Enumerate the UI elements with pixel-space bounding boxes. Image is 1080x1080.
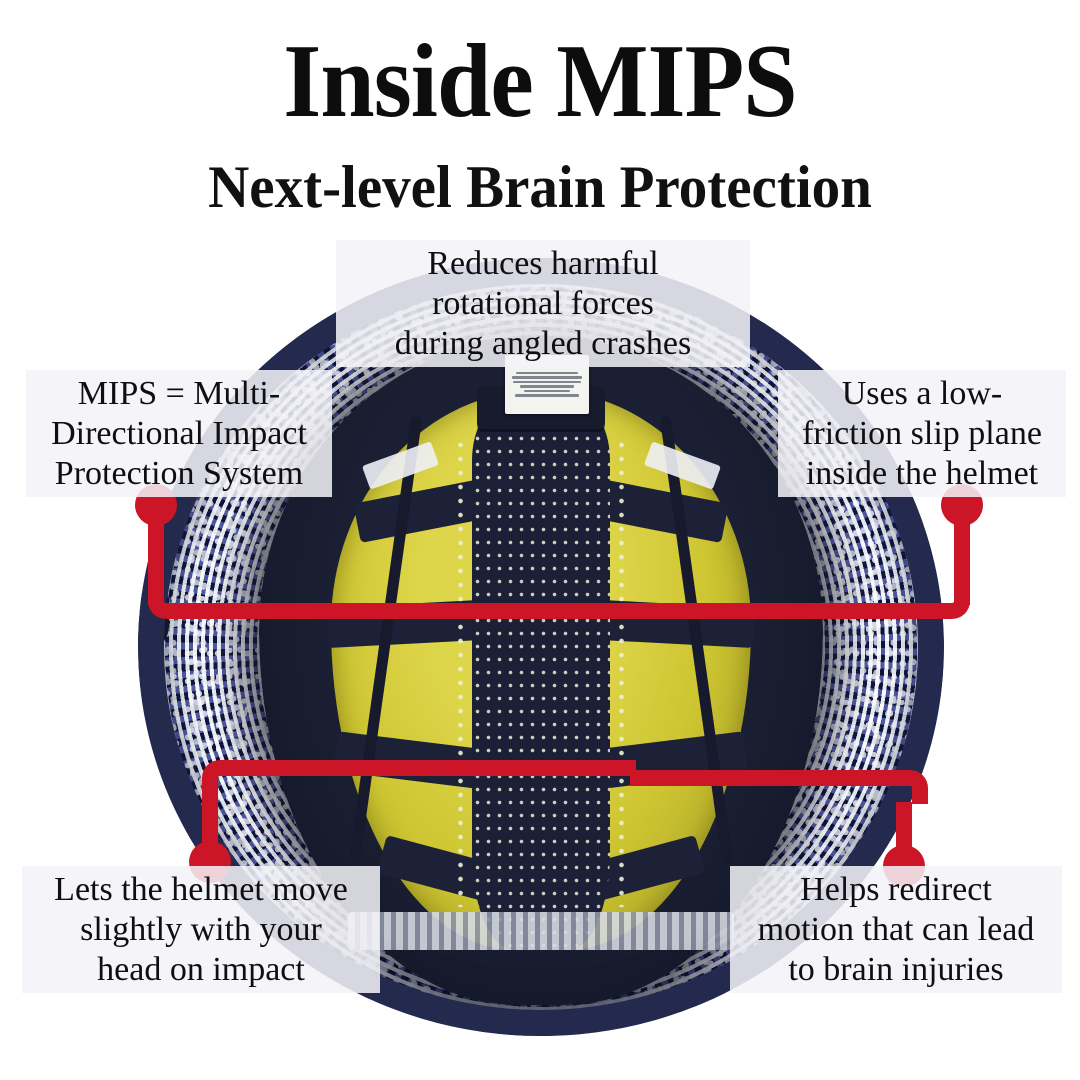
leader-line-left-vertical <box>148 505 164 605</box>
header: Inside MIPS Next-level Brain Protection <box>0 0 1080 217</box>
leader-elbow-bottomright <box>894 770 928 804</box>
center-comfort-pad <box>456 405 626 951</box>
leader-elbow-bottomleft <box>202 760 236 794</box>
callout-right: Uses a low- friction slip plane inside t… <box>778 370 1066 498</box>
callout-left: MIPS = Multi- Directional Impact Protect… <box>26 370 332 498</box>
callout-top: Reduces harmful rotational forces during… <box>336 240 750 368</box>
leader-elbow-right <box>936 585 970 619</box>
leader-line-bottomright-vertical <box>896 802 912 858</box>
leader-line-bottomleft-horizontal <box>236 760 636 776</box>
leader-line-bottomleft-vertical <box>202 792 218 852</box>
page-subtitle: Next-level Brain Protection <box>208 154 872 220</box>
page-title: Inside MIPS <box>283 22 797 139</box>
leader-line-left-horizontal <box>180 603 700 619</box>
leader-line-right-vertical <box>954 505 970 605</box>
leader-line-right-horizontal <box>686 603 940 619</box>
leader-line-bottomright-horizontal <box>630 770 910 786</box>
callout-bottom-right: Helps redirect motion that can lead to b… <box>730 866 1062 994</box>
callout-bottom-left: Lets the helmet move slightly with your … <box>22 866 380 994</box>
retention-dial-strip <box>347 911 735 951</box>
leader-elbow-left <box>148 585 182 619</box>
